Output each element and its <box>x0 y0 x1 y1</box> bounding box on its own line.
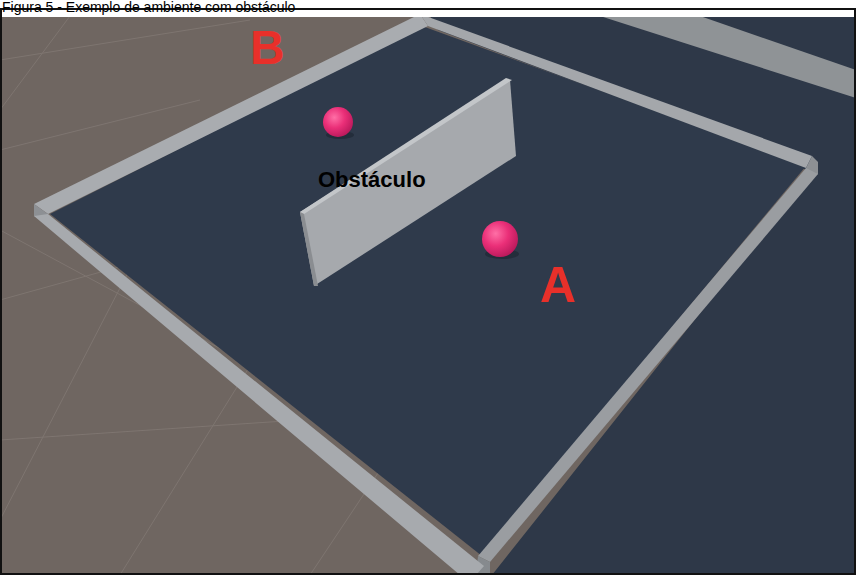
walls <box>34 14 818 575</box>
obstacle-label: Obstáculo <box>318 168 426 192</box>
point-label: B <box>250 22 285 75</box>
obstacle-wall <box>300 78 516 286</box>
wall-beam <box>600 16 856 98</box>
point-label: A <box>540 258 576 313</box>
figure-title: Figura 5 - Exemplo de ambiente com obstá… <box>2 0 295 15</box>
ground <box>0 16 856 575</box>
floor <box>50 26 806 556</box>
image-frame <box>1 9 855 574</box>
